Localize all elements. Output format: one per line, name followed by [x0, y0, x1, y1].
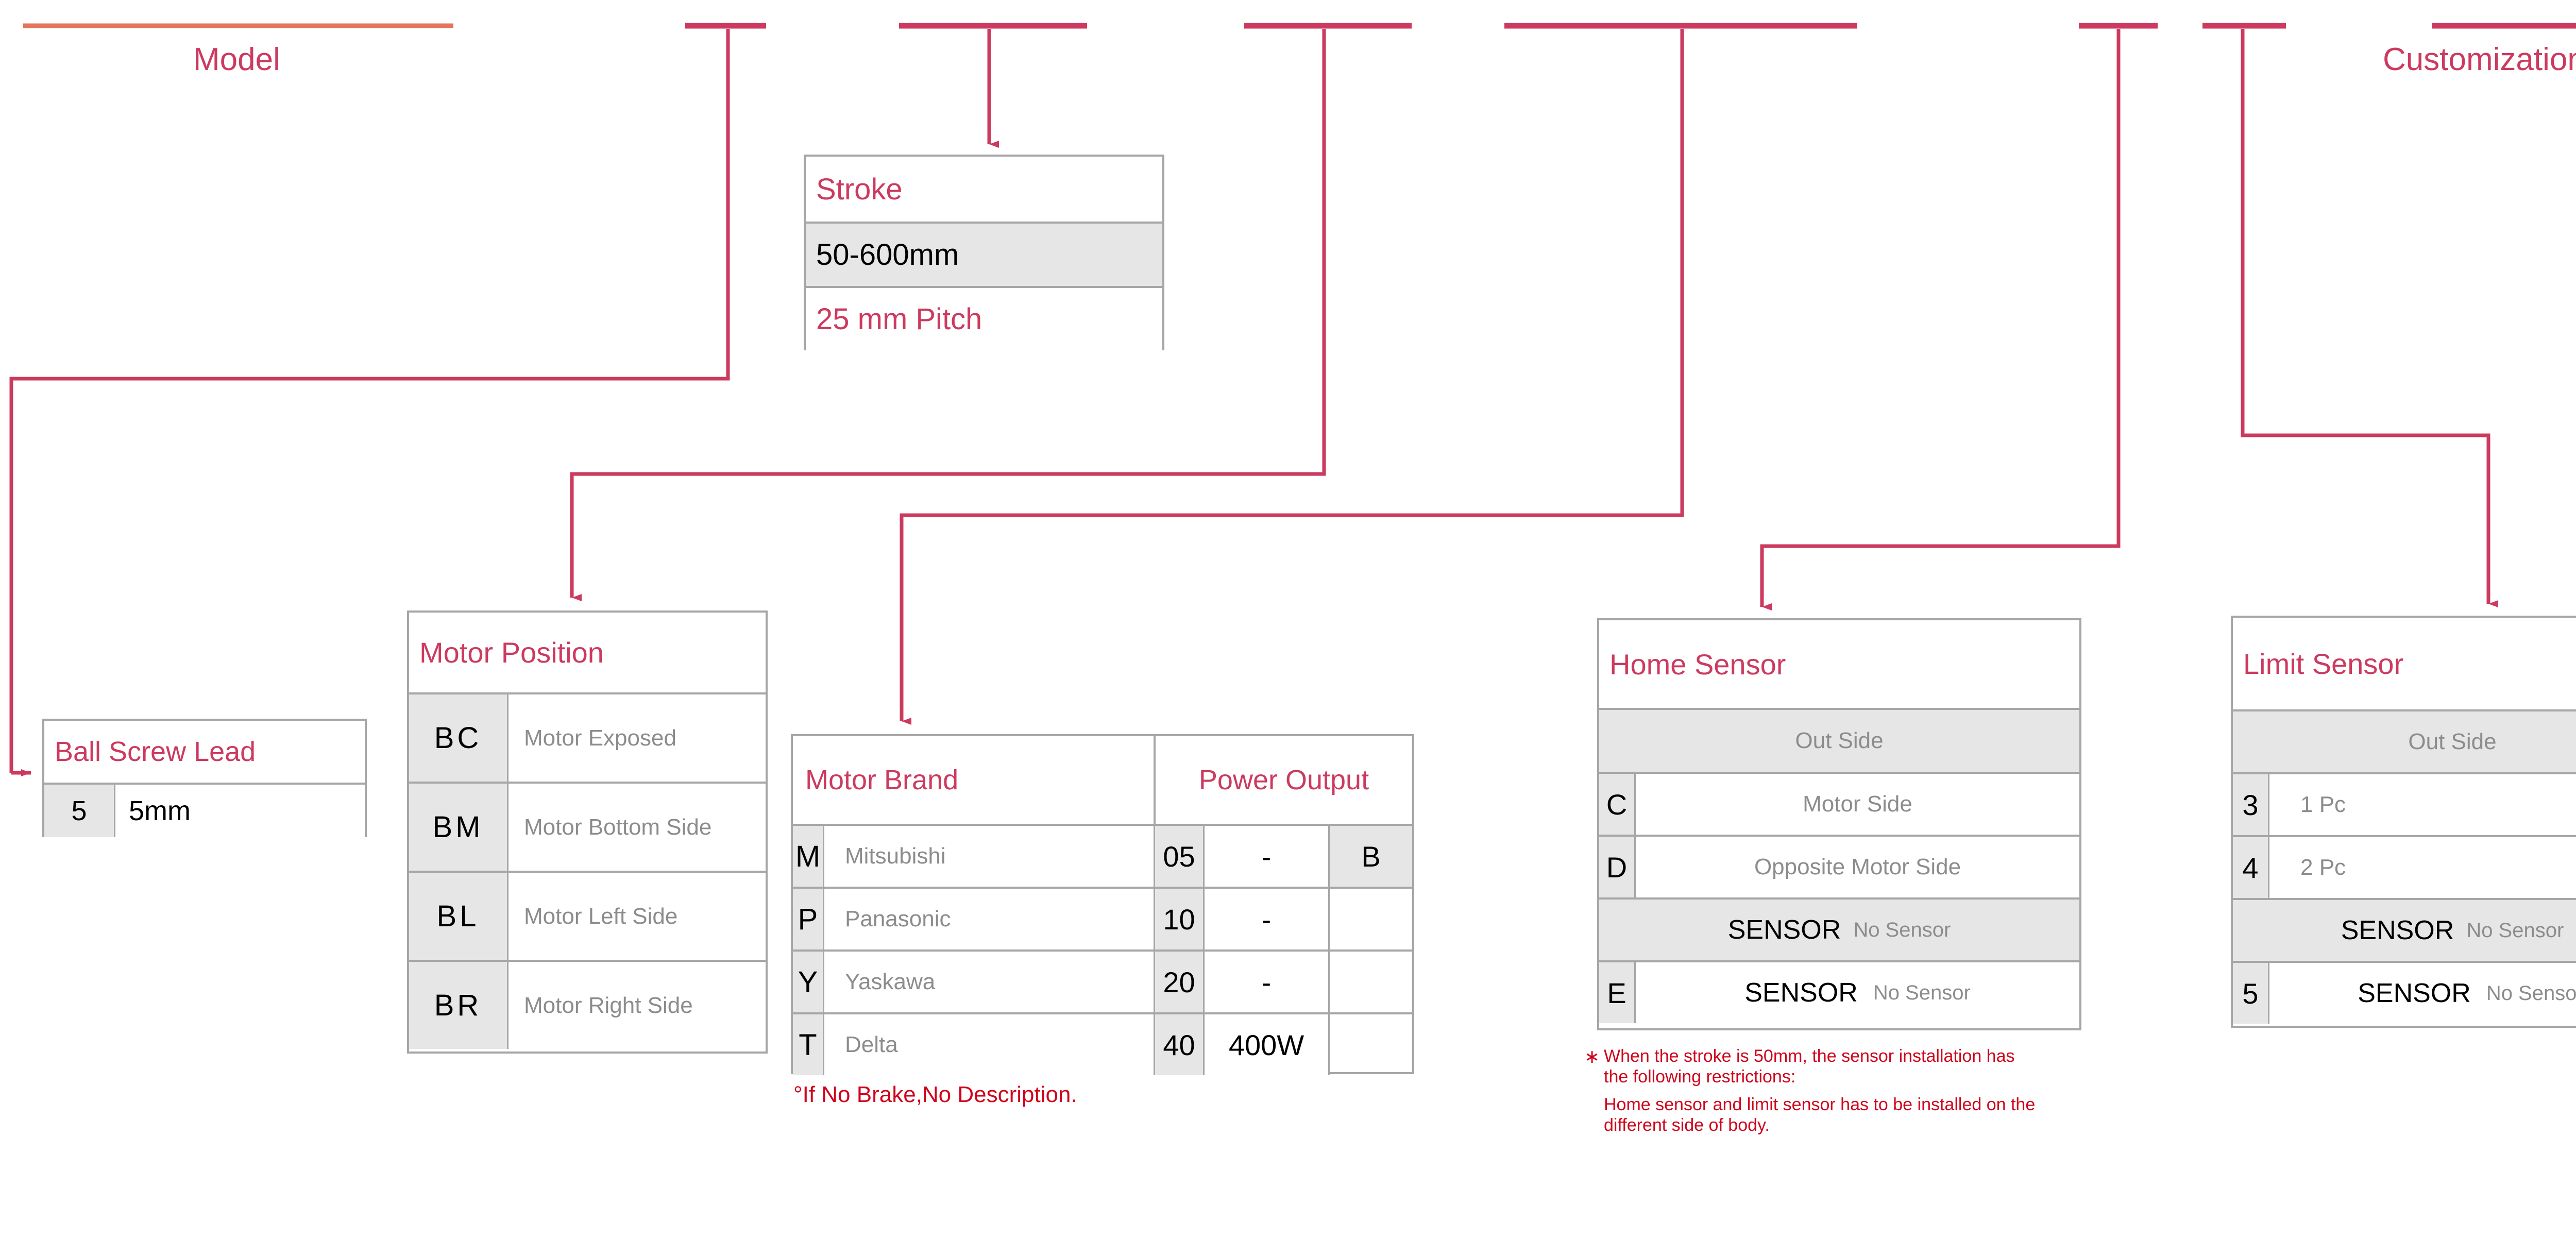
table-row: 5 5mm — [44, 783, 365, 837]
wire-to-home-sensor — [1760, 29, 2121, 610]
table-row: BC Motor Exposed — [409, 692, 766, 782]
home-sensor-desc: Motor Side — [1634, 774, 2079, 835]
power-desc: - — [1203, 826, 1328, 887]
home-sensor-legend-row: SENSOR No Sensor — [1599, 897, 2079, 960]
customization-order-no-label: Customization Order No. — [2383, 42, 2576, 77]
footnote-line-4: different side of body. — [1604, 1115, 1770, 1135]
motor-position-box: Motor Position BC Motor Exposed BM Motor… — [407, 610, 768, 1054]
motor-brand-name: Panasonic — [823, 889, 1154, 949]
limit-sensor-code: 3 — [2233, 774, 2268, 835]
motor-brand-letter: M — [793, 826, 823, 887]
ball-screw-lead-box: Ball Screw Lead 5 5mm — [42, 719, 367, 837]
brake-code — [1328, 889, 1412, 949]
table-row: Y Yaskawa 20 - — [793, 949, 1412, 1012]
motor-position-code: BM — [409, 784, 507, 871]
home-sensor-value-cell: SENSOR No Sensor — [1634, 962, 2079, 1023]
motor-brand-power-header-row: Motor Brand Power Output — [793, 736, 1412, 824]
home-sensor-subheader: Out Side — [1599, 708, 2079, 772]
asterisk-icon: ∗ — [1584, 1046, 1600, 1067]
table-row: 5 SENSOR No Sensor — [2233, 961, 2576, 1024]
limit-sensor-value-big: SENSOR — [2358, 978, 2471, 1008]
brake-code — [1328, 952, 1412, 1012]
table-row: 4 2 Pc — [2233, 835, 2576, 898]
limit-sensor-value-small: No Sensor — [2486, 981, 2576, 1005]
motor-position-desc: Motor Exposed — [507, 694, 766, 782]
ball-screw-lead-header: Ball Screw Lead — [55, 736, 256, 767]
motor-position-desc: Motor Bottom Side — [507, 784, 766, 871]
limit-sensor-subheader: Out Side — [2233, 709, 2576, 772]
motor-position-desc: Motor Right Side — [507, 962, 766, 1049]
power-output-header: Power Output — [1154, 736, 1412, 824]
home-sensor-header: Home Sensor — [1609, 648, 1786, 681]
model-label: Model — [193, 42, 280, 77]
motor-brand-header: Motor Brand — [805, 765, 959, 795]
home-sensor-legend-small: No Sensor — [1853, 918, 1951, 941]
limit-sensor-header: Limit Sensor — [2243, 647, 2404, 680]
motor-brand-name: Delta — [823, 1014, 1154, 1075]
footnote-line-2: the following restrictions: — [1604, 1067, 1796, 1087]
home-sensor-legend-big: SENSOR — [1727, 915, 1841, 945]
home-sensor-code: E — [1599, 962, 1634, 1023]
motor-position-code: BL — [409, 873, 507, 960]
footnote-line-3: Home sensor and limit sensor has to be i… — [1604, 1095, 2036, 1115]
motor-position-code: BC — [409, 694, 507, 782]
limit-sensor-value-cell: SENSOR No Sensor — [2268, 963, 2576, 1024]
stroke-pitch-value: 25 mm Pitch — [806, 286, 1162, 350]
ball-screw-lead-desc: 5mm — [114, 785, 365, 837]
limit-sensor-legend-small: No Sensor — [2466, 919, 2564, 942]
table-row: P Panasonic 10 - — [793, 887, 1412, 949]
limit-sensor-desc: 2 Pc — [2268, 837, 2576, 898]
table-row: E SENSOR No Sensor — [1599, 960, 2079, 1023]
home-sensor-desc: Opposite Motor Side — [1634, 837, 2079, 897]
motor-brand-power-output-box: Motor Brand Power Output M Mitsubishi 05… — [791, 734, 1414, 1075]
table-row: T Delta 40 400W — [793, 1012, 1412, 1075]
home-sensor-value-big: SENSOR — [1744, 978, 1858, 1008]
motor-position-code: BR — [409, 962, 507, 1049]
power-desc: - — [1203, 952, 1328, 1012]
brake-code: B — [1328, 826, 1412, 887]
limit-sensor-legend-big: SENSOR — [2341, 915, 2454, 945]
power-desc: - — [1203, 889, 1328, 949]
home-sensor-value-small: No Sensor — [1873, 981, 1971, 1004]
power-code: 10 — [1154, 889, 1203, 949]
table-row: BL Motor Left Side — [409, 871, 766, 960]
table-row: BM Motor Bottom Side — [409, 782, 766, 871]
motor-brand-name: Mitsubishi — [823, 826, 1154, 887]
limit-sensor-legend-row: SENSOR No Sensor — [2233, 898, 2576, 961]
footnote-line-1: When the stroke is 50mm, the sensor inst… — [1604, 1046, 2015, 1066]
table-row: BR Motor Right Side — [409, 960, 766, 1049]
stroke-range-value: 50-600mm — [806, 222, 1162, 286]
limit-sensor-code: 4 — [2233, 837, 2268, 898]
limit-sensor-desc: 1 Pc — [2268, 774, 2576, 835]
no-brake-note: °If No Brake,No Description. — [793, 1082, 1077, 1107]
table-row: 3 1 Pc — [2233, 772, 2576, 835]
power-code: 20 — [1154, 952, 1203, 1012]
sensor-restriction-footnote: ∗ When the stroke is 50mm, the sensor in… — [1584, 1046, 2035, 1135]
stroke-box: Stroke 50-600mm 25 mm Pitch — [804, 155, 1164, 350]
power-desc: 400W — [1203, 1014, 1328, 1075]
ball-screw-lead-code: 5 — [44, 785, 114, 837]
motor-brand-letter: Y — [793, 952, 823, 1012]
motor-brand-name: Yaskawa — [823, 952, 1154, 1012]
motor-position-desc: Motor Left Side — [507, 873, 766, 960]
table-row: M Mitsubishi 05 - B — [793, 824, 1412, 887]
home-sensor-code: C — [1599, 774, 1634, 835]
motor-position-header: Motor Position — [419, 636, 604, 669]
home-sensor-code: D — [1599, 837, 1634, 897]
wire-to-motor-brand — [900, 29, 1684, 725]
table-row: C Motor Side — [1599, 772, 2079, 835]
footnote-spacer — [1584, 1087, 2035, 1094]
power-code: 40 — [1154, 1014, 1203, 1075]
brake-code — [1328, 1014, 1412, 1075]
table-row: D Opposite Motor Side — [1599, 835, 2079, 897]
motor-brand-letter: T — [793, 1014, 823, 1075]
limit-sensor-code: 5 — [2233, 963, 2268, 1024]
stroke-header: Stroke — [816, 172, 903, 206]
power-code: 05 — [1154, 826, 1203, 887]
wire-to-limit-sensor — [2241, 29, 2498, 607]
limit-sensor-box: Limit Sensor Out Side 3 1 Pc 4 2 Pc SENS… — [2231, 616, 2576, 1028]
motor-brand-letter: P — [793, 889, 823, 949]
home-sensor-box: Home Sensor Out Side C Motor Side D Oppo… — [1597, 618, 2081, 1030]
